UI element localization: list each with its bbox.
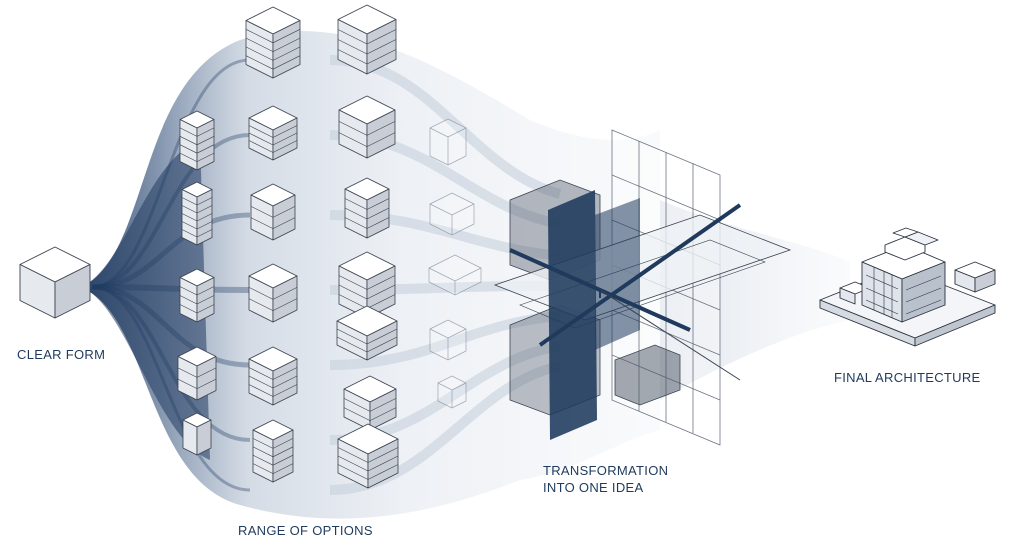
option-building-1-3: [179, 268, 215, 323]
option-building-3-4: [338, 251, 396, 319]
option-building-1-2: [181, 181, 213, 246]
option-building-2-3: [250, 183, 296, 241]
label-range-of-options: RANGE OF OPTIONS: [238, 523, 373, 538]
label-transformation-line2: INTO ONE IDEA: [543, 480, 644, 495]
option-building-1-1: [179, 110, 215, 171]
option-building-1-4: [177, 346, 217, 401]
vertical-plane-back: [595, 198, 640, 350]
vertical-plane: [548, 190, 597, 440]
option-building-2-1: [245, 6, 301, 79]
label-final-architecture: FINAL ARCHITECTURE: [834, 370, 981, 385]
label-transformation-line1: TRANSFORMATION: [543, 463, 669, 478]
label-clear-form: CLEAR FORM: [17, 347, 106, 362]
option-building-3-1: [337, 4, 397, 75]
ghost-form-3: [428, 254, 482, 296]
option-building-3-7: [337, 423, 399, 489]
option-building-2-4: [248, 263, 298, 323]
option-building-2-6: [252, 419, 294, 483]
volume-c: [614, 344, 681, 406]
building-options: [19, 4, 399, 489]
axis-line-2: [538, 203, 742, 347]
clear-form-box: [19, 246, 91, 319]
ghost-form-4: [429, 319, 467, 361]
transformation-assembly: [493, 129, 792, 446]
ghost-forms: [428, 118, 482, 409]
ghost-form-1: [429, 118, 467, 166]
option-building-3-6: [343, 375, 397, 431]
axis-line-3: [599, 289, 741, 381]
option-building-1-5: [182, 412, 212, 456]
option-building-3-2: [338, 95, 396, 159]
option-building-2-5: [248, 346, 298, 406]
ghost-form-2: [429, 192, 475, 236]
option-building-3-3: [344, 177, 390, 239]
final-building: [819, 227, 996, 347]
option-building-2-2: [248, 105, 298, 161]
ghost-form-5: [437, 375, 467, 409]
label-transformation: TRANSFORMATION INTO ONE IDEA: [543, 462, 668, 496]
option-building-3-5: [336, 305, 398, 361]
